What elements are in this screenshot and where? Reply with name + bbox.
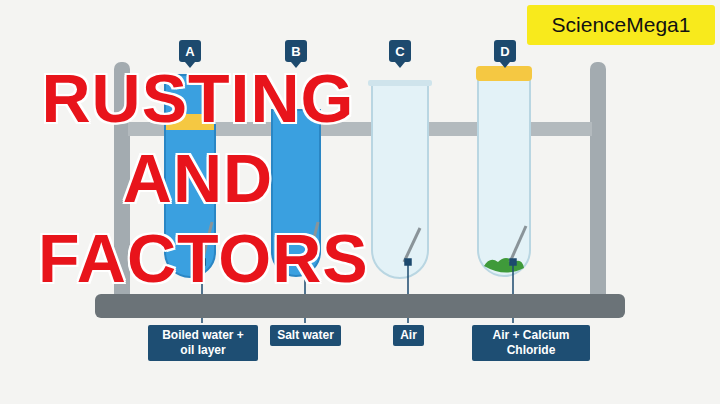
brand-box: ScienceMega1 xyxy=(527,5,715,45)
node-text: Boiled water + oil layer xyxy=(154,328,252,358)
label-box: Air xyxy=(393,325,424,346)
node-text: Air xyxy=(400,328,417,343)
node-text: ScienceMega1 xyxy=(552,13,691,37)
label-box: Air + Calcium Chloride xyxy=(472,325,590,361)
tube-d xyxy=(476,66,532,276)
node-text: Air + Calcium Chloride xyxy=(478,328,584,358)
tube-tag: C xyxy=(389,40,411,62)
node-text: C xyxy=(395,44,404,59)
rack-base xyxy=(95,294,625,318)
rack-post xyxy=(590,62,606,302)
node-text: Salt water xyxy=(277,328,334,343)
node-text: B xyxy=(291,44,300,59)
tube-tag: D xyxy=(494,40,516,62)
tube-c xyxy=(368,80,432,278)
label-box: Salt water xyxy=(270,325,341,346)
node-text: A xyxy=(185,44,194,59)
node-text: D xyxy=(500,44,509,59)
tube-tag: A xyxy=(179,40,201,62)
title: RUSTING AND FACTORS xyxy=(38,58,358,298)
label-box: Boiled water + oil layer xyxy=(148,325,258,361)
tube-tag: B xyxy=(285,40,307,62)
